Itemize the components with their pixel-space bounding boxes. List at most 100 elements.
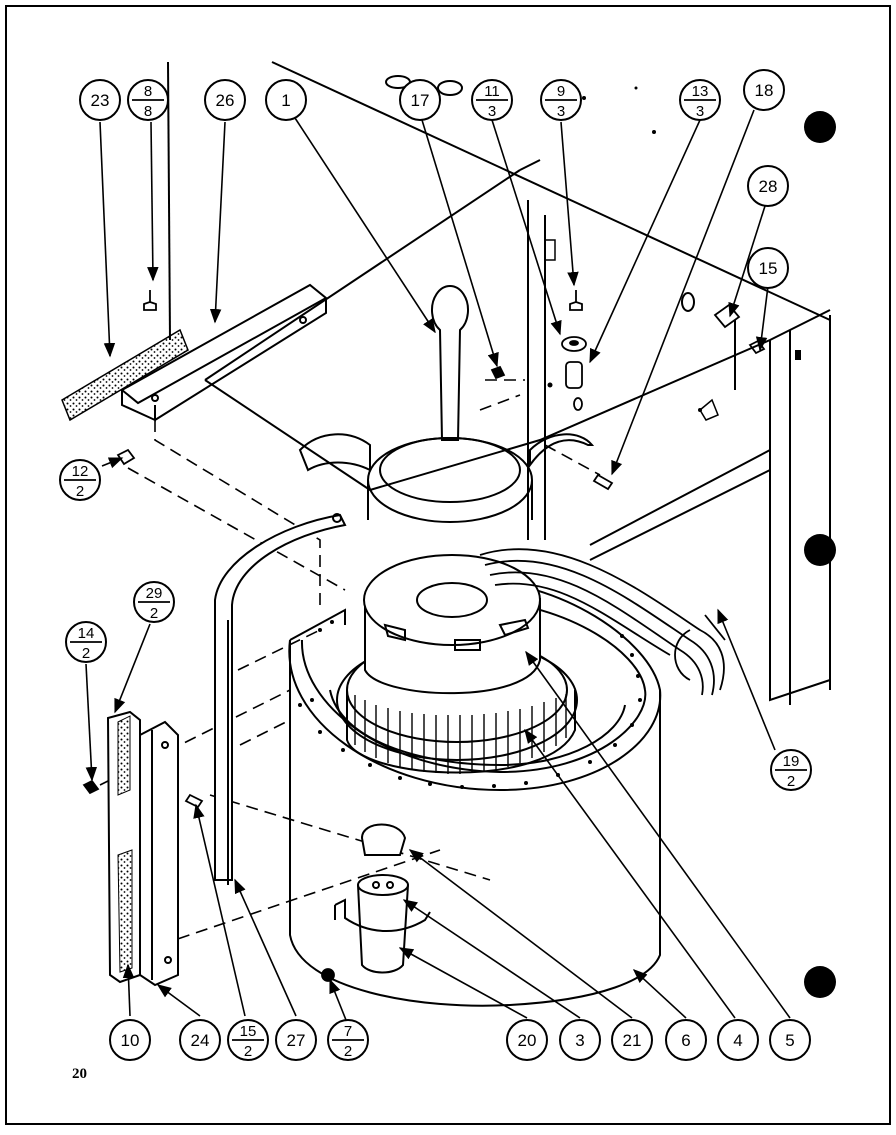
callout-number: 15 [240,1023,257,1040]
callout-number: 23 [91,91,110,110]
callout-number: 13 [692,83,709,100]
callout-number: 9 [557,83,565,100]
callout-c11-3: 113 [471,79,513,121]
callout-c10: 10 [109,1019,151,1061]
callout-number: 19 [783,753,800,770]
callout-number: 2 [82,645,90,662]
callout-number: 3 [575,1031,584,1050]
cabinet-details [385,75,801,421]
callout-circle [611,1019,653,1061]
callout-circle [559,1019,601,1061]
page-number: 20 [72,1066,87,1082]
callout-number: 8 [144,103,152,120]
callout-number: 7 [344,1023,352,1040]
cabinet-housing [204,61,831,705]
callout-number: 8 [144,83,152,100]
callout-c1: 1 [265,79,307,121]
binder-hole-dot [804,966,836,998]
callout-number: 24 [191,1031,210,1050]
callout-number: 28 [759,177,778,196]
callout-number: 29 [146,585,163,602]
callout-c14-2: 142 [65,621,107,663]
callout-number: 18 [755,81,774,100]
callout-c18: 18 [743,69,785,111]
callout-circle [747,247,789,289]
callout-c9-3: 93 [540,79,582,121]
callout-circle [743,69,785,111]
leader-lines [85,109,791,1021]
callout-circle [179,1019,221,1061]
alignment-guides [99,379,601,946]
wire-harness [479,548,726,696]
callout-c17: 17 [399,79,441,121]
callout-circle [769,1019,811,1061]
callout-number: 21 [623,1031,642,1050]
binder-hole-dot [804,534,836,566]
callout-circle [399,79,441,121]
callout-number: 11 [484,83,500,100]
callout-c29-2: 292 [133,581,175,623]
cutoff-plate [214,513,347,885]
callout-number: 6 [681,1031,690,1050]
gasket-strip [61,328,189,422]
callout-c26: 26 [204,79,246,121]
callout-circle [665,1019,707,1061]
callout-c28: 28 [747,165,789,207]
page-border [5,5,891,1125]
mounting-rod [167,61,171,341]
blower-wheel-blades [354,694,567,774]
callout-c8-8: 88 [127,79,169,121]
callout-circle [506,1019,548,1061]
capacitor-assembly [334,823,431,974]
side-gasket [106,710,141,984]
callout-c15-2: 152 [227,1019,269,1061]
callout-number: 15 [759,259,778,278]
callout-c23: 23 [79,79,121,121]
callout-number: 27 [287,1031,306,1050]
callout-c24: 24 [179,1019,221,1061]
callout-number: 3 [488,103,496,120]
callout-c20: 20 [506,1019,548,1061]
binder-hole-dot [804,111,836,143]
callout-number: 2 [344,1043,352,1060]
callout-circle [265,79,307,121]
callout-circle [717,1019,759,1061]
callout-number: 12 [72,463,89,480]
callout-c7-2: 72 [327,1019,369,1061]
callout-number: 3 [557,103,565,120]
callout-number: 17 [411,91,430,110]
callout-circle [79,79,121,121]
callout-circle [275,1019,317,1061]
callout-number: 3 [696,103,704,120]
callout-number: 20 [518,1031,537,1050]
motor-mount-ring [298,285,595,523]
callout-number: 10 [121,1031,140,1050]
callout-c6: 6 [665,1019,707,1061]
callout-c4: 4 [717,1019,759,1061]
callout-number: 2 [244,1043,252,1060]
callout-c27: 27 [275,1019,317,1061]
angle-bracket [120,283,328,422]
callout-number: 26 [216,91,235,110]
callout-circle [747,165,789,207]
callout-c3: 3 [559,1019,601,1061]
callout-number: 2 [150,605,158,622]
callout-number: 2 [76,483,84,500]
side-angle-panel [139,720,179,987]
callout-circle [204,79,246,121]
callout-c21: 21 [611,1019,653,1061]
housing-rivets [298,620,642,789]
callout-c15: 15 [747,247,789,289]
callout-number: 5 [785,1031,794,1050]
callout-number: 1 [281,91,290,110]
callout-c19-2: 192 [770,749,812,791]
callout-c5: 5 [769,1019,811,1061]
callout-number: 14 [78,625,95,642]
callout-c12-2: 122 [59,459,101,501]
blower-motor [363,554,541,695]
callout-c13-3: 133 [679,79,721,121]
callout-number: 4 [733,1031,742,1050]
